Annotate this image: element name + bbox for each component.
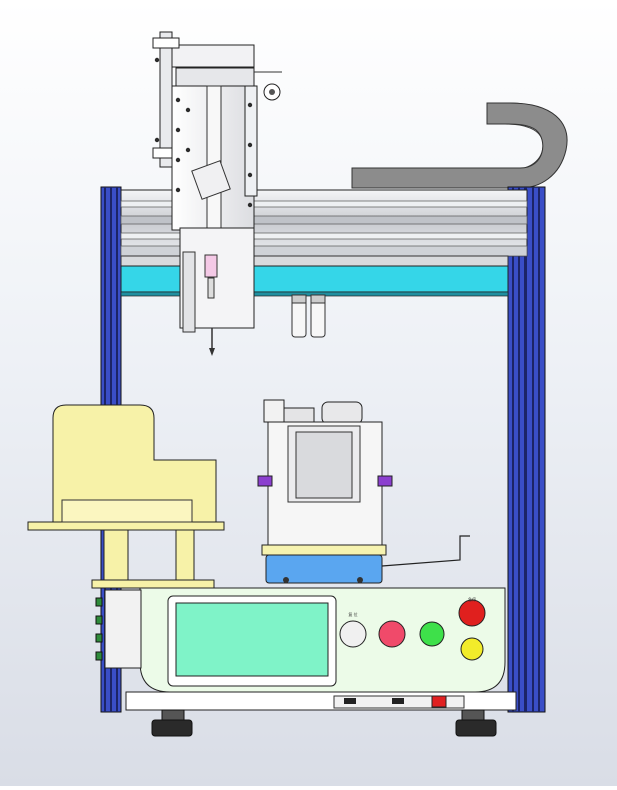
reset-button[interactable]: 复 位 [339, 611, 367, 648]
reset-button-icon[interactable] [339, 620, 367, 648]
stop-button-icon[interactable] [419, 621, 445, 647]
power-button-icon[interactable] [460, 637, 484, 661]
control-cabinet [104, 587, 517, 711]
center-fixture [257, 399, 470, 584]
start-button-icon[interactable] [378, 620, 406, 648]
side-connectors [95, 597, 103, 661]
touch-screen[interactable] [175, 602, 329, 677]
emergency-stop-icon[interactable] [458, 599, 486, 627]
yellow-button[interactable] [460, 637, 484, 661]
emergency-stop-button[interactable]: 急停 [458, 596, 486, 627]
start-button[interactable] [378, 620, 406, 648]
cable-hook [351, 102, 568, 189]
dispensing-head [152, 31, 282, 356]
leveling-feet [151, 709, 497, 737]
emergency-stop-label: 急停 [468, 596, 476, 602]
stop-button[interactable] [419, 621, 445, 647]
syringe-pair [291, 294, 326, 338]
head-bolts [154, 57, 253, 208]
power-switch[interactable] [431, 695, 447, 708]
right-frame-column [507, 186, 546, 713]
cyan-crossbeam [120, 255, 509, 297]
yellow-fixture [27, 404, 225, 589]
reset-button-label: 复 位 [348, 611, 357, 617]
